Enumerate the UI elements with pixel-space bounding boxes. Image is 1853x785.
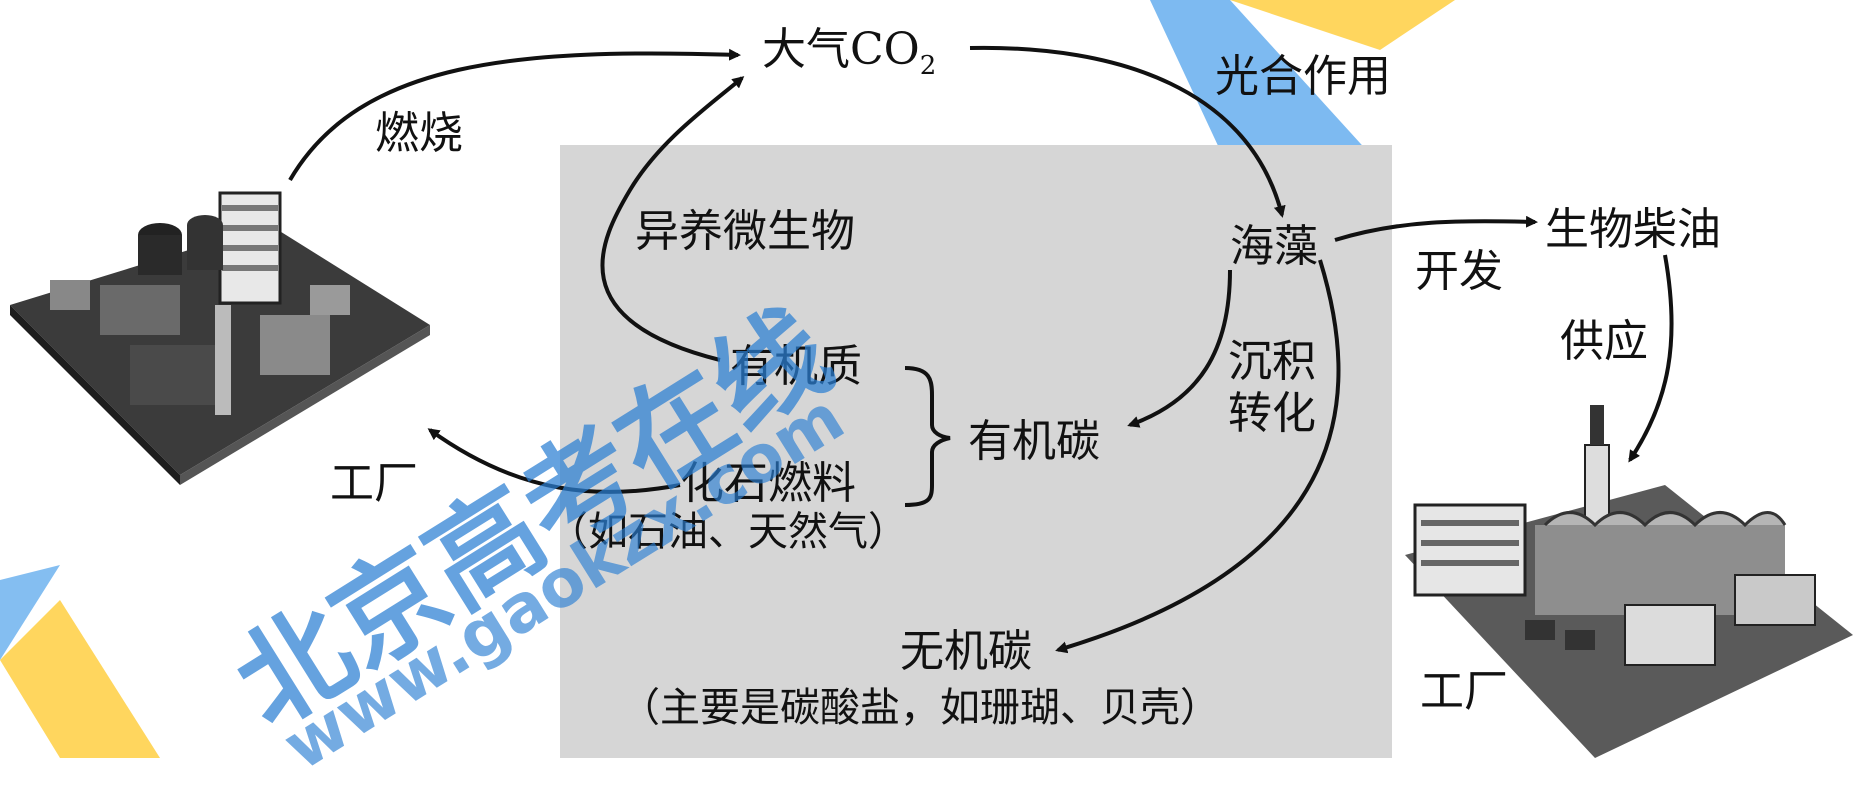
develop-label: 开发 bbox=[1415, 246, 1503, 297]
organic-matter-label: 有机质 bbox=[730, 341, 862, 392]
algae-label: 海藻 bbox=[1230, 221, 1318, 272]
heterotroph-arrow bbox=[600, 76, 745, 362]
combustion-label: 燃烧 bbox=[375, 108, 463, 159]
fossil-fuel-label: 化石燃料 bbox=[680, 458, 856, 509]
factory-right-label: 工厂 bbox=[1420, 666, 1508, 717]
sedimentation-arrow bbox=[1127, 269, 1232, 428]
combustion-arrow bbox=[288, 48, 741, 182]
biodiesel-label: 生物柴油 bbox=[1545, 204, 1721, 255]
sedimentation-label: 沉积 bbox=[1228, 336, 1316, 387]
factory-city-left-illustration bbox=[10, 191, 430, 485]
carbon-cycle-arrows bbox=[288, 45, 1674, 654]
transformation-label: 转化 bbox=[1228, 388, 1316, 439]
factory-left-label: 工厂 bbox=[330, 458, 418, 509]
inorganic-carbon-label: 无机碳 bbox=[900, 626, 1032, 677]
atmosphere-co2-label: 大气CO2 bbox=[762, 24, 937, 81]
inorganic-examples-label: （主要是碳酸盐，如珊瑚、贝壳） bbox=[620, 685, 1220, 731]
fossil-to-factory-arrow bbox=[427, 428, 681, 495]
brace bbox=[904, 366, 951, 507]
inorganic-arrow bbox=[1055, 259, 1341, 654]
co2-subscript: 2 bbox=[919, 50, 937, 81]
factory-right-illustration bbox=[1405, 405, 1853, 758]
photosynthesis-label: 光合作用 bbox=[1215, 51, 1391, 102]
supply-label: 供应 bbox=[1560, 316, 1648, 367]
supply-arrow bbox=[1628, 254, 1674, 463]
organic-carbon-label: 有机碳 bbox=[968, 416, 1100, 467]
fossil-examples-label: （如石油、天然气） bbox=[548, 509, 908, 555]
carbon-pool-panel bbox=[560, 145, 1392, 758]
heterotrophs-label: 异养微生物 bbox=[635, 206, 855, 257]
photosynthesis-arrow bbox=[969, 45, 1286, 218]
develop-arrow bbox=[1334, 215, 1538, 242]
